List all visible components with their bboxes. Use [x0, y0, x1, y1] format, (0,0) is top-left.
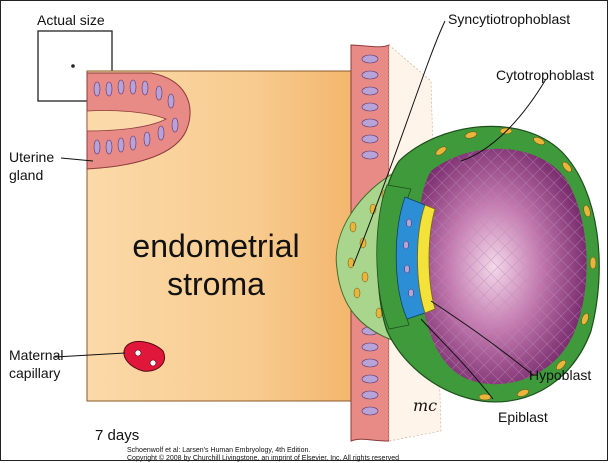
credit-line-1: Schoenwolf et al: Larsen's Human Embryol… [127, 447, 310, 455]
label-cytotrophoblast: Cytotrophoblast [496, 67, 594, 83]
label-hypoblast: Hypoblast [529, 367, 591, 383]
label-endometrial: endometrial [101, 227, 331, 265]
label-7-days: 7 days [95, 428, 139, 444]
label-uterine-gland-2: gland [9, 167, 43, 183]
label-maternal: Maternal [9, 347, 63, 363]
label-epiblast: Epiblast [498, 409, 548, 425]
label-uterine-gland-1: Uterine [9, 149, 54, 165]
label-actual-size: Actual size [37, 12, 105, 28]
label-capillary: capillary [9, 365, 60, 381]
label-stroma: stroma [101, 265, 331, 303]
artist-signature: mc [413, 396, 437, 415]
actual-size-dot [71, 64, 75, 68]
label-syncytiotrophoblast: Syncytiotrophoblast [448, 11, 570, 27]
credit-line-2: Copyright © 2008 by Churchill Livingston… [127, 455, 399, 463]
